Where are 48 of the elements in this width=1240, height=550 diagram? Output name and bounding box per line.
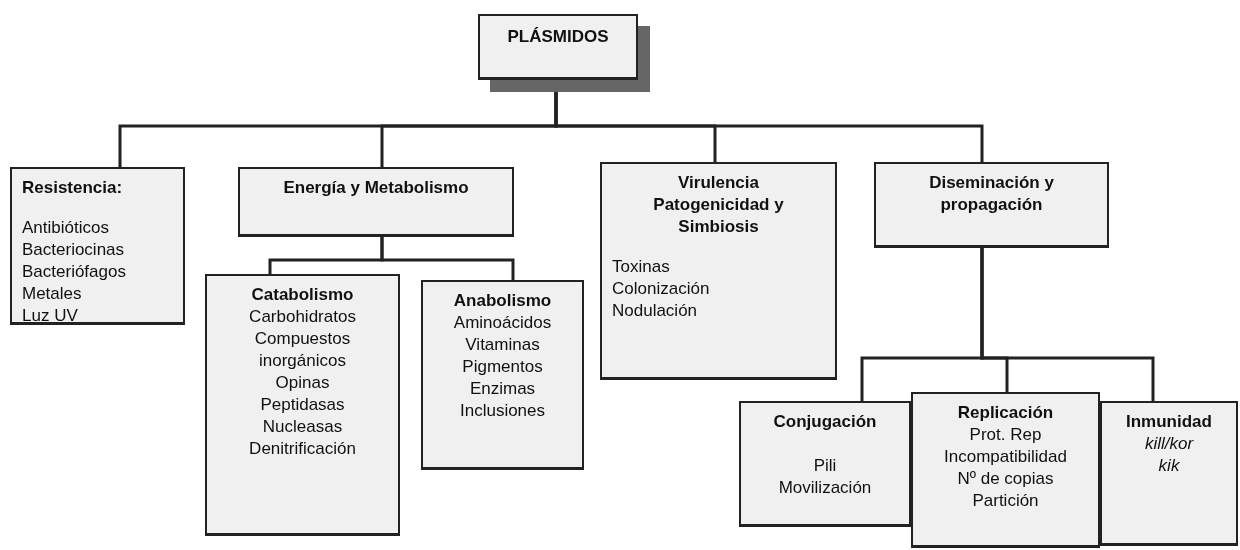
node-heading: Conjugación xyxy=(773,411,877,433)
list-item: Metales xyxy=(22,283,82,305)
list-item: Partición xyxy=(972,490,1039,512)
list-item: Incompatibilidad xyxy=(944,446,1067,468)
category-box xyxy=(739,401,911,527)
list-item: Bacteriófagos xyxy=(22,261,126,283)
list-item: kill/kor xyxy=(1144,433,1194,455)
connector-line xyxy=(380,237,515,280)
list-item: Antibióticos xyxy=(22,217,109,239)
list-item: Carbohidratos xyxy=(249,306,356,328)
category-box xyxy=(911,392,1100,548)
node-heading: Anabolismo xyxy=(453,290,552,312)
list-item: Nucleasas xyxy=(262,416,343,438)
node-heading: Virulencia Patogenicidad y Simbiosis xyxy=(652,172,785,238)
list-item: Compuestos inorgánicos xyxy=(253,328,352,372)
list-item: Vitaminas xyxy=(465,334,540,356)
category-box xyxy=(421,280,584,470)
list-item: Denitrificación xyxy=(249,438,356,460)
list-item: Aminoácidos xyxy=(453,312,552,334)
list-item: Movilización xyxy=(778,477,872,499)
node-heading: Replicación xyxy=(957,402,1054,424)
category-box xyxy=(10,167,185,325)
category-box xyxy=(205,274,400,536)
list-item: Nº de copias xyxy=(957,468,1054,490)
list-item: Pigmentos xyxy=(462,356,543,378)
node-heading: Inmunidad xyxy=(1126,411,1212,433)
node-heading: Resistencia: xyxy=(22,177,123,199)
category-box xyxy=(874,162,1109,248)
node-heading: Diseminación y propagación xyxy=(928,172,1055,216)
list-item: Luz UV xyxy=(22,305,78,327)
list-item: Peptidasas xyxy=(260,394,345,416)
connector-line xyxy=(980,248,1155,401)
list-item: Nodulación xyxy=(612,300,698,322)
list-item: Toxinas xyxy=(612,256,670,278)
node-heading: Energía y Metabolismo xyxy=(283,177,469,199)
list-item: Prot. Rep xyxy=(969,424,1042,446)
category-box xyxy=(1100,401,1238,546)
category-box xyxy=(238,167,514,237)
node-heading: PLÁSMIDOS xyxy=(507,26,609,48)
list-item: kik xyxy=(1158,455,1180,477)
list-item: Opinas xyxy=(275,372,330,394)
category-box xyxy=(600,162,837,380)
node-heading: Catabolismo xyxy=(251,284,354,306)
list-item: Pili xyxy=(813,455,837,477)
list-item: Inclusiones xyxy=(459,400,546,422)
list-item: Colonización xyxy=(612,278,710,300)
list-item: Enzimas xyxy=(469,378,536,400)
list-item: Bacteriocinas xyxy=(22,239,125,261)
